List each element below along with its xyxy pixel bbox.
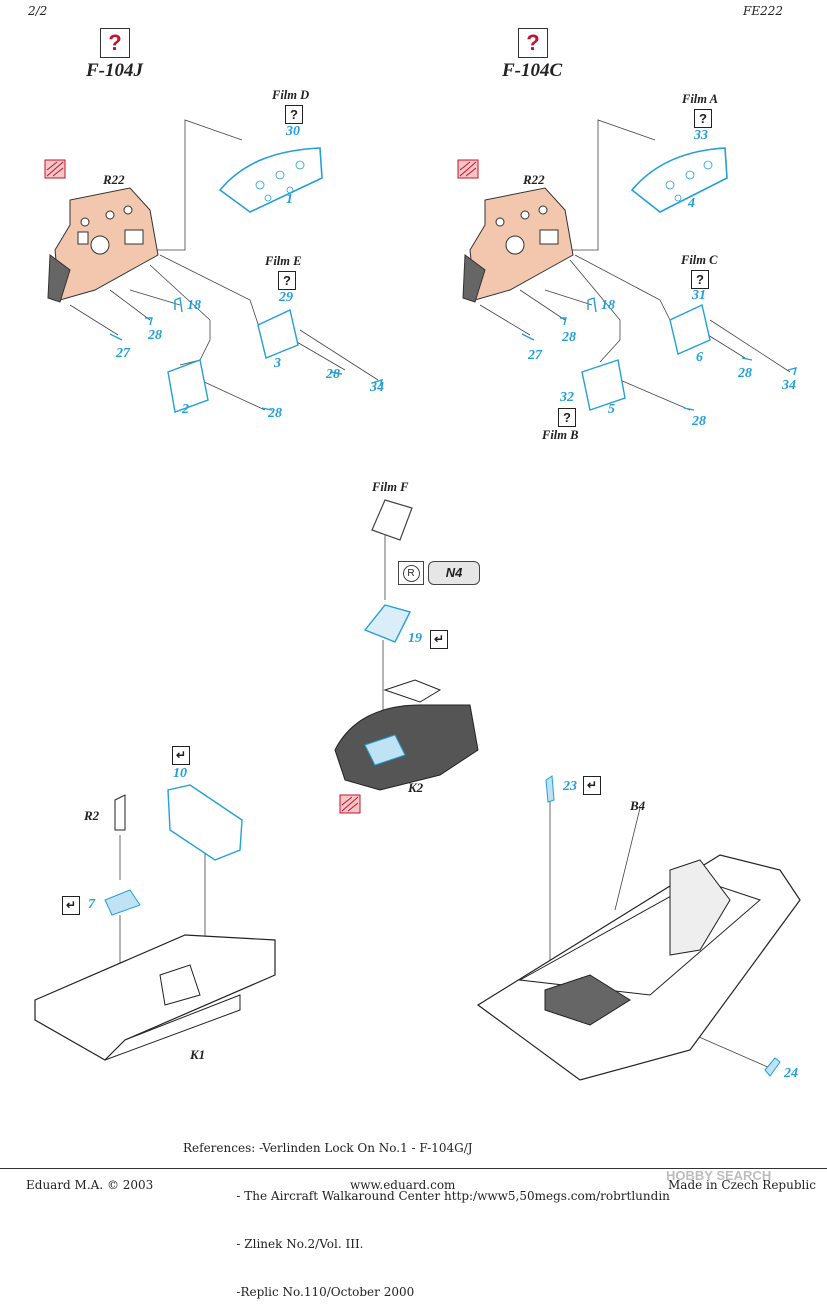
references-block: References: -Verlinden Lock On No.1 - F-…	[183, 1108, 670, 1316]
film-d-label: Film D	[272, 88, 310, 102]
footer-website[interactable]: www.eduard.com	[350, 1178, 456, 1192]
film-d-shape	[218, 147, 323, 213]
part-number-33: 33	[694, 128, 708, 143]
part-label-k2: K2	[408, 780, 424, 795]
part-number-3: 3	[274, 356, 281, 371]
film-a-shape	[630, 147, 728, 213]
reference-line: References: -Verlinden Lock On No.1 - F-…	[183, 1141, 473, 1155]
etch-icon-right	[457, 159, 479, 179]
part-number-28-left-b: 28	[326, 367, 340, 382]
film-b-label: Film B	[542, 428, 579, 442]
footer-divider	[0, 1168, 827, 1169]
part-number-4: 4	[688, 196, 695, 211]
product-code: FE222	[743, 4, 783, 18]
part-number-30: 30	[286, 124, 300, 139]
section-title-left: F-104J	[86, 60, 143, 81]
part-number-18-left: 18	[187, 298, 201, 313]
leader-line	[574, 254, 671, 321]
part-number-19: 19	[408, 631, 422, 646]
film-b-question-icon: ?	[558, 408, 576, 427]
part-number-1: 1	[286, 192, 293, 207]
part-number-27-right: 27	[528, 348, 542, 363]
part-label-r22-left: R22	[103, 172, 125, 187]
part-number-10: 10	[173, 766, 187, 781]
etch-icon-left	[44, 159, 66, 179]
part-number-5: 5	[608, 402, 615, 417]
fold-icon-19: ↵	[430, 630, 448, 649]
part-number-28-right-b: 28	[738, 366, 752, 381]
film-e-question-icon: ?	[278, 271, 296, 290]
instrument-panel-r22-left	[47, 187, 159, 303]
part-number-27-left: 27	[116, 346, 130, 361]
registered-circle-icon: R	[402, 564, 420, 582]
film-c-label: Film C	[681, 253, 718, 267]
etch-icon-center	[339, 794, 361, 814]
part-number-28-right-c: 28	[692, 414, 706, 429]
part-number-28-left-c: 28	[268, 406, 282, 421]
question-icon-right: ?	[518, 28, 548, 58]
page-number: 2/2	[28, 4, 48, 18]
part-label-r22-right: R22	[523, 172, 545, 187]
film-a-question-icon: ?	[694, 109, 712, 128]
part-number-34-left: 34	[370, 380, 384, 395]
part-number-32: 32	[560, 390, 574, 405]
watermark: HOBBY SEARCH	[666, 1168, 772, 1183]
part-label-b4: B4	[630, 798, 646, 813]
part-number-28-left-a: 28	[148, 328, 162, 343]
film-a-label: Film A	[682, 92, 719, 106]
film-e-label: Film E	[265, 254, 302, 268]
film-d-question-icon: ?	[285, 105, 303, 124]
part-number-6: 6	[696, 350, 703, 365]
part-number-24: 24	[784, 1066, 798, 1081]
part-number-2: 2	[182, 402, 189, 417]
footer-origin: Made in Czech Republic	[668, 1178, 816, 1192]
part-tag-n4: N4	[428, 561, 480, 585]
section-title-right: F-104C	[502, 60, 563, 81]
part-number-28-right-a: 28	[562, 330, 576, 345]
fold-icon-10: ↵	[172, 746, 190, 765]
resin-part-icon: R	[398, 561, 424, 585]
part-number-34-right: 34	[782, 378, 796, 393]
reference-line: -Replic No.110/October 2000	[183, 1285, 415, 1299]
fold-icon-23: ↵	[583, 776, 601, 795]
part-number-23: 23	[563, 779, 577, 794]
leader-line	[150, 119, 243, 251]
part-label-k1: K1	[190, 1047, 206, 1062]
film-f-label: Film F	[372, 480, 409, 494]
question-icon-left: ?	[100, 28, 130, 58]
leader-line	[569, 259, 621, 363]
part-number-7: 7	[88, 897, 95, 912]
part-number-18-right: 18	[601, 298, 615, 313]
fold-icon-7: ↵	[62, 896, 80, 915]
reference-line: - Zlinek No.2/Vol. III.	[183, 1237, 364, 1251]
part-label-r2: R2	[84, 808, 100, 823]
instruction-artwork	[34, 119, 801, 1081]
part-number-29: 29	[279, 290, 293, 305]
leader-line	[565, 119, 656, 251]
part-number-31: 31	[692, 288, 706, 303]
footer-copyright: Eduard M.A. © 2003	[26, 1178, 154, 1192]
instrument-panel-r22-right	[462, 187, 574, 303]
film-c-question-icon: ?	[691, 270, 709, 289]
leader-line	[149, 264, 211, 366]
